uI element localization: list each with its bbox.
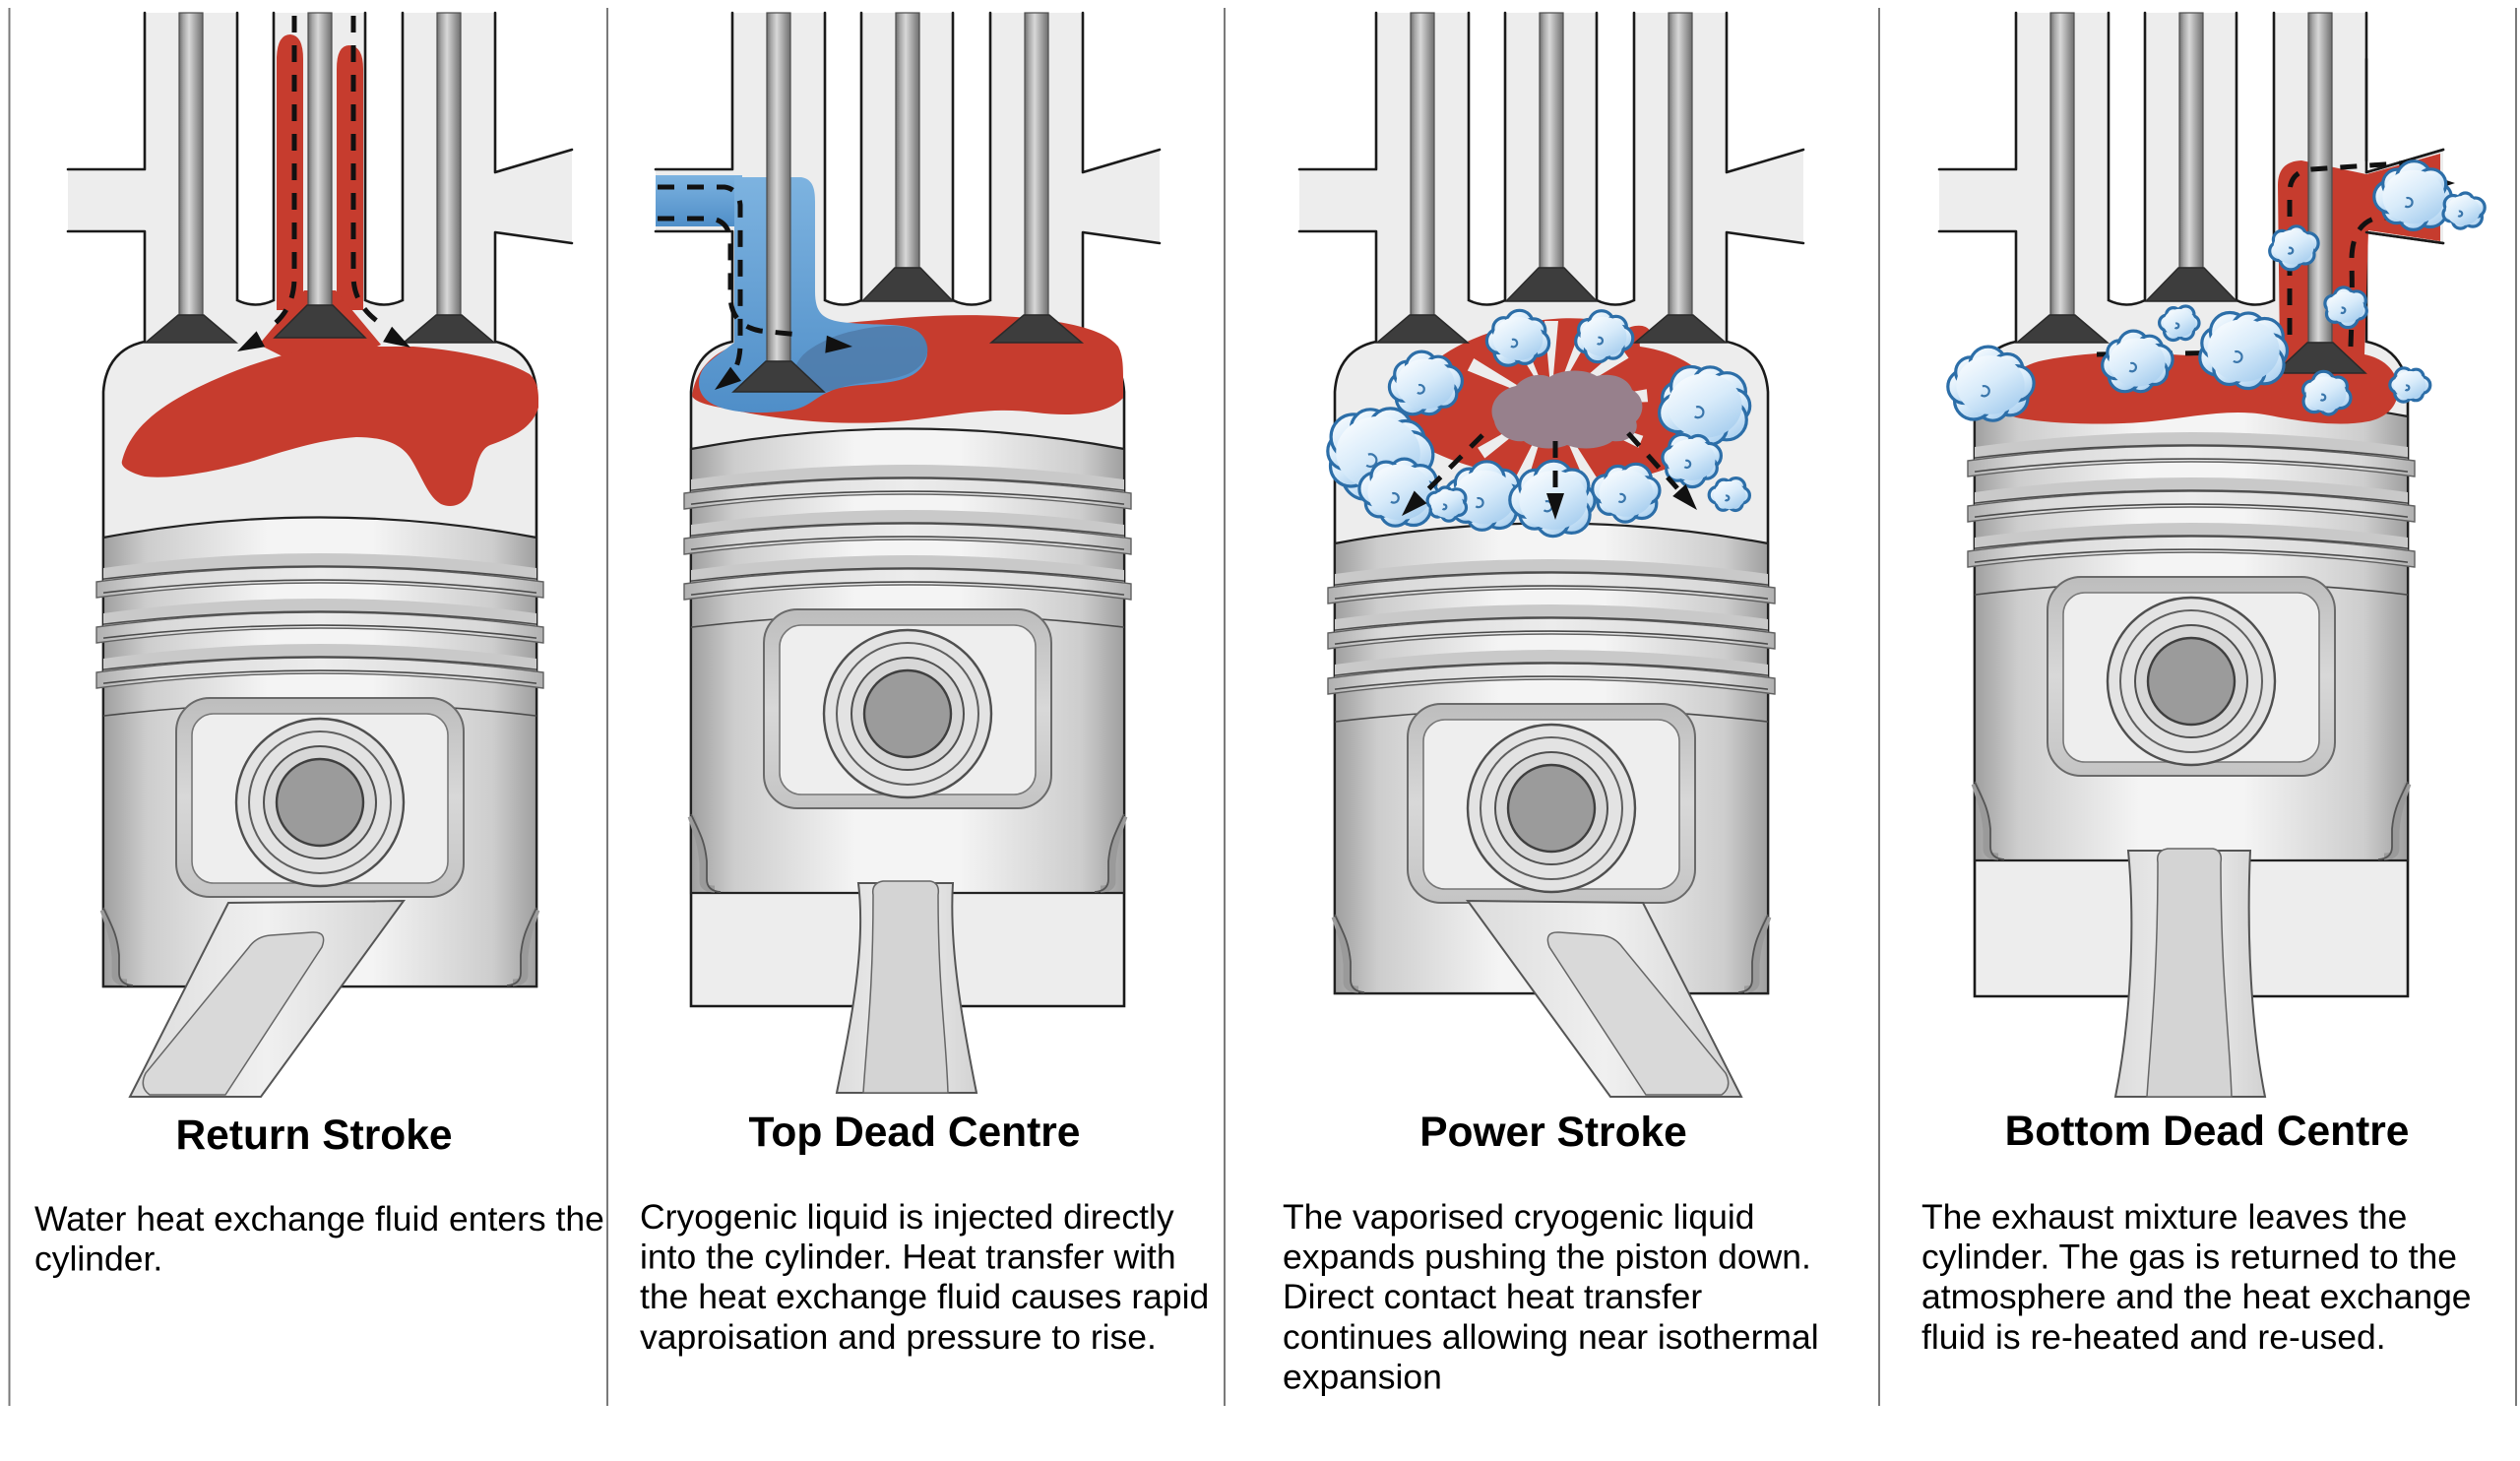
svg-text:Return Stroke: Return Stroke — [175, 1112, 452, 1159]
svg-text:the heat exchange fluid causes: the heat exchange fluid causes rapid — [640, 1277, 1209, 1316]
svg-text:into the cylinder. Heat transf: into the cylinder. Heat transfer with — [640, 1238, 1176, 1277]
svg-text:The exhaust mixture leaves the: The exhaust mixture leaves the — [1922, 1197, 2407, 1237]
svg-text:Water heat exchange fluid ente: Water heat exchange fluid enters the — [34, 1199, 604, 1239]
svg-text:expands pushing the piston dow: expands pushing the piston down. — [1283, 1238, 1811, 1277]
svg-text:Power Stroke: Power Stroke — [1419, 1110, 1687, 1156]
svg-text:cylinder. The gas is returned: cylinder. The gas is returned to the — [1922, 1238, 2457, 1277]
svg-text:expansion: expansion — [1283, 1357, 1442, 1396]
svg-text:vaproisation and pressure to r: vaproisation and pressure to rise. — [640, 1317, 1157, 1357]
svg-text:cylinder.: cylinder. — [34, 1239, 162, 1279]
svg-text:fluid is re-heated and re-used: fluid is re-heated and re-used. — [1922, 1317, 2386, 1357]
svg-text:Direct contact heat transfer: Direct contact heat transfer — [1283, 1277, 1702, 1316]
svg-text:Bottom Dead Centre: Bottom Dead Centre — [2005, 1109, 2410, 1155]
svg-text:The vaporised cryogenic liquid: The vaporised cryogenic liquid — [1283, 1197, 1755, 1237]
svg-text:Top Dead Centre: Top Dead Centre — [749, 1110, 1081, 1156]
svg-text:atmosphere and the heat exchan: atmosphere and the heat exchange — [1922, 1277, 2472, 1316]
svg-text:continues allowing near isothe: continues allowing near isothermal — [1283, 1317, 1819, 1357]
svg-text:Cryogenic liquid is injected d: Cryogenic liquid is injected directly — [640, 1197, 1174, 1237]
